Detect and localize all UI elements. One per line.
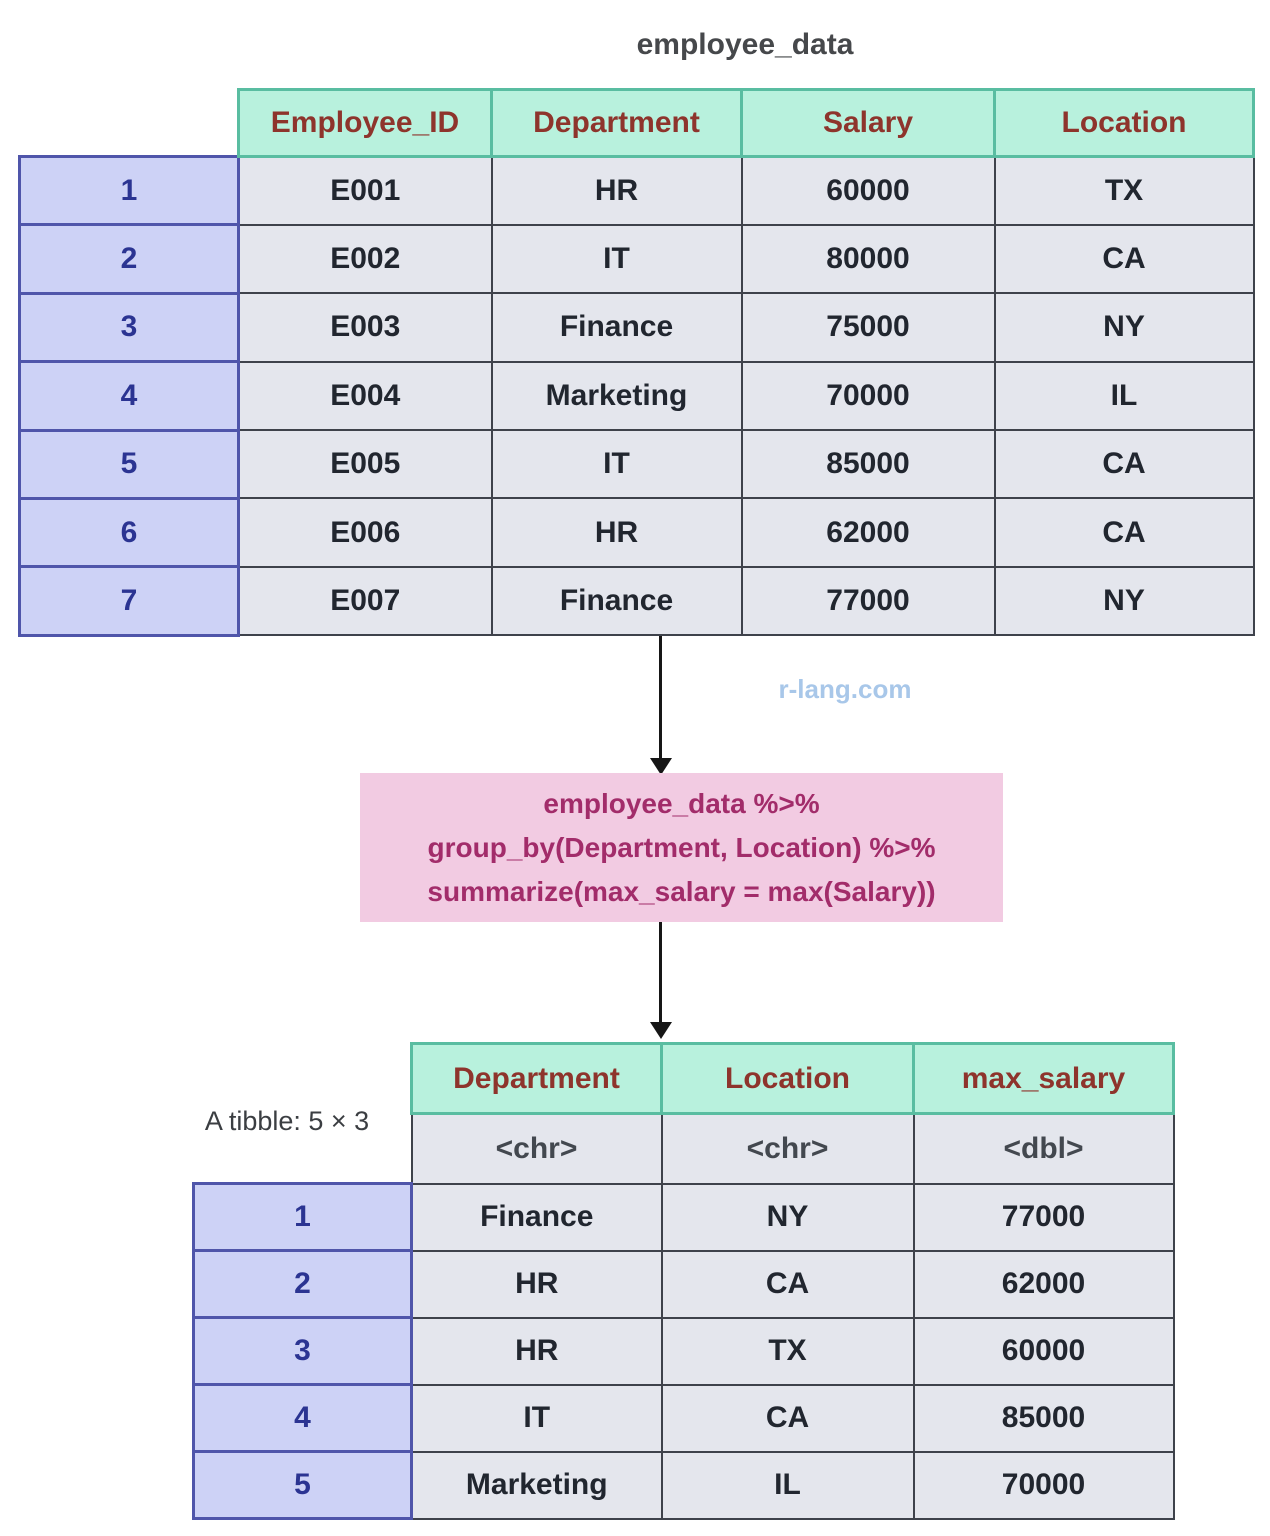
source-table: Employee_ID Department Salary Location 1…	[18, 88, 1255, 637]
table-cell: HR	[410, 1316, 663, 1386]
row-number: 3	[192, 1316, 413, 1386]
table-cell: CA	[993, 223, 1255, 295]
down-arrow-head-icon	[650, 1022, 672, 1039]
corner-spacer	[20, 90, 239, 157]
table-cell: NY	[993, 292, 1255, 363]
table-cell: 85000	[740, 429, 996, 500]
table-cell: CA	[993, 497, 1255, 568]
source-table-title: employee_data	[636, 28, 854, 61]
down-arrow-line	[659, 922, 662, 1024]
table-cell: IL	[660, 1450, 915, 1520]
column-header-salary: Salary	[740, 88, 996, 158]
table-cell: E007	[237, 565, 493, 637]
watermark: r-lang.com	[778, 674, 912, 704]
table-cell: 75000	[740, 292, 996, 363]
table-cell: 62000	[740, 497, 996, 568]
row-number: 2	[192, 1249, 413, 1319]
code-line: employee_data %>%	[543, 787, 820, 819]
table-cell: 80000	[740, 223, 996, 295]
row-number: 6	[18, 496, 240, 569]
column-type: <chr>	[660, 1112, 915, 1185]
column-header-department: Department	[490, 88, 743, 158]
table-cell: E005	[237, 429, 493, 500]
row-number: 5	[18, 428, 240, 500]
column-type: <chr>	[410, 1112, 663, 1185]
table-row: 4 IT CA 85000	[192, 1383, 1175, 1453]
row-number: 3	[18, 291, 240, 364]
row-number: 1	[192, 1182, 413, 1252]
table-cell: 77000	[740, 565, 996, 637]
table-cell: Marketing	[490, 360, 743, 432]
table-row: 1 E001 HR 60000 TX	[18, 154, 1255, 227]
table-cell: IL	[993, 360, 1255, 432]
column-header-location: Location	[660, 1042, 915, 1115]
table-cell: Marketing	[410, 1450, 663, 1520]
table-cell: IT	[490, 223, 743, 295]
corner-spacer	[194, 1114, 412, 1184]
result-type-row: <chr> <chr> <dbl>	[194, 1112, 1175, 1185]
table-cell: E002	[237, 223, 493, 295]
row-number: 5	[192, 1450, 413, 1520]
r-code-box: employee_data %>% group_by(Department, L…	[360, 773, 1003, 922]
table-row: 2 E002 IT 80000 CA	[18, 223, 1255, 295]
result-table: Department Location max_salary <chr> <ch…	[192, 1042, 1175, 1520]
table-cell: Finance	[410, 1182, 663, 1252]
column-type: <dbl>	[912, 1112, 1175, 1185]
table-row: 4 E004 Marketing 70000 IL	[18, 360, 1255, 432]
table-cell: 70000	[740, 360, 996, 432]
row-number: 4	[192, 1383, 413, 1453]
row-number: 4	[18, 360, 240, 432]
source-header-row: Employee_ID Department Salary Location	[20, 88, 1255, 158]
table-cell: NY	[660, 1182, 915, 1252]
table-cell: E006	[237, 497, 493, 568]
table-cell: 85000	[912, 1383, 1175, 1453]
table-cell: 60000	[912, 1316, 1175, 1386]
table-row: 3 HR TX 60000	[192, 1316, 1175, 1386]
table-cell: NY	[993, 565, 1255, 637]
table-cell: TX	[993, 155, 1255, 226]
column-header-max-salary: max_salary	[912, 1042, 1175, 1115]
table-row: 5 Marketing IL 70000	[192, 1450, 1175, 1520]
table-cell: E004	[237, 360, 493, 432]
column-header-employee-id: Employee_ID	[237, 88, 493, 158]
table-cell: E003	[237, 292, 493, 363]
table-cell: HR	[490, 155, 743, 226]
table-row: 1 Finance NY 77000	[192, 1182, 1175, 1252]
row-number: 7	[18, 565, 240, 637]
table-cell: Finance	[490, 292, 743, 363]
table-cell: 70000	[912, 1450, 1175, 1520]
row-number: 2	[18, 223, 240, 295]
down-arrow-head-icon	[650, 758, 672, 775]
table-cell: CA	[993, 429, 1255, 500]
table-cell: CA	[660, 1383, 915, 1453]
table-row: 6 E006 HR 62000 CA	[18, 496, 1255, 569]
table-cell: CA	[660, 1249, 915, 1319]
corner-spacer	[194, 1044, 412, 1114]
table-cell: E001	[237, 155, 493, 226]
table-cell: IT	[490, 429, 743, 500]
table-cell: HR	[490, 497, 743, 568]
table-cell: 60000	[740, 155, 996, 226]
down-arrow-line	[659, 636, 662, 760]
table-cell: 77000	[912, 1182, 1175, 1252]
table-row: 3 E003 Finance 75000 NY	[18, 291, 1255, 364]
result-header-row: Department Location max_salary	[194, 1042, 1175, 1115]
tibble-dimensions-label: A tibble: 5 × 3	[204, 1106, 370, 1136]
table-cell: 62000	[912, 1249, 1175, 1319]
code-line: group_by(Department, Location) %>%	[427, 831, 936, 863]
code-line: summarize(max_salary = max(Salary))	[427, 875, 936, 907]
table-cell: Finance	[490, 565, 743, 637]
table-row: 7 E007 Finance 77000 NY	[18, 565, 1255, 637]
table-cell: HR	[410, 1249, 663, 1319]
table-cell: TX	[660, 1316, 915, 1386]
column-header-department: Department	[410, 1042, 663, 1115]
row-number: 1	[18, 154, 240, 227]
table-row: 2 HR CA 62000	[192, 1249, 1175, 1319]
column-header-location: Location	[993, 88, 1255, 158]
table-cell: IT	[410, 1383, 663, 1453]
table-row: 5 E005 IT 85000 CA	[18, 428, 1255, 500]
